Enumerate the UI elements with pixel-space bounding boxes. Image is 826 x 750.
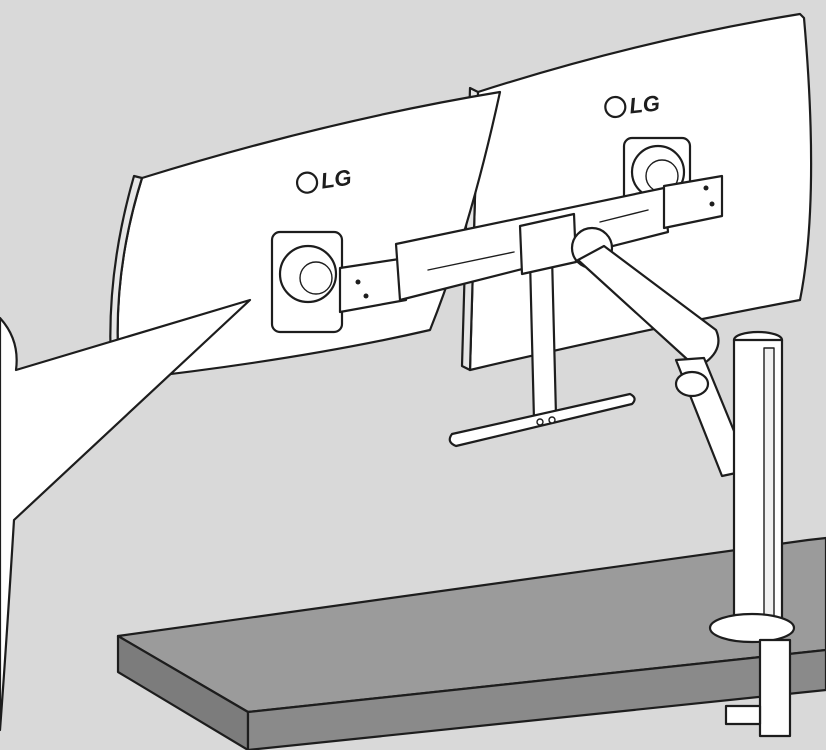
left-vesa-hub-inner (299, 261, 333, 295)
crossbar-slot (599, 209, 649, 223)
vesa-screw (363, 293, 369, 299)
left-monitor-stand (448, 254, 636, 448)
arm-elbow (674, 370, 710, 398)
desk-side (246, 648, 826, 750)
detail-callout (0, 298, 252, 732)
pole-channel (763, 347, 775, 619)
left-monitor: LG (109, 90, 502, 382)
pole-body (732, 338, 784, 630)
left-monitor-logo: LG (295, 165, 353, 194)
stand-screw (536, 418, 544, 426)
lg-logo-icon (295, 171, 319, 194)
arm-pole (708, 330, 796, 738)
crossbar-center-clamp (518, 212, 578, 276)
lg-logo-icon (604, 95, 627, 119)
crossbar-slot (427, 251, 515, 271)
right-monitor-brand: LG (628, 90, 661, 118)
vesa-screw (355, 279, 361, 285)
vesa-screw (703, 185, 709, 191)
left-monitor-brand: LG (319, 165, 353, 194)
monitor-crossbar (338, 174, 724, 314)
stand-post (528, 254, 558, 422)
clamp-knob (724, 704, 762, 726)
stand-screw (548, 416, 556, 424)
right-monitor-logo: LG (604, 90, 661, 119)
pole-base-ring (708, 612, 796, 644)
desk (116, 536, 826, 750)
vesa-screw (709, 201, 715, 207)
monitor-arm (570, 226, 752, 478)
desk-front-edge (116, 634, 250, 750)
crossbar-left-plate (338, 256, 408, 314)
desk-clamp (758, 638, 792, 738)
